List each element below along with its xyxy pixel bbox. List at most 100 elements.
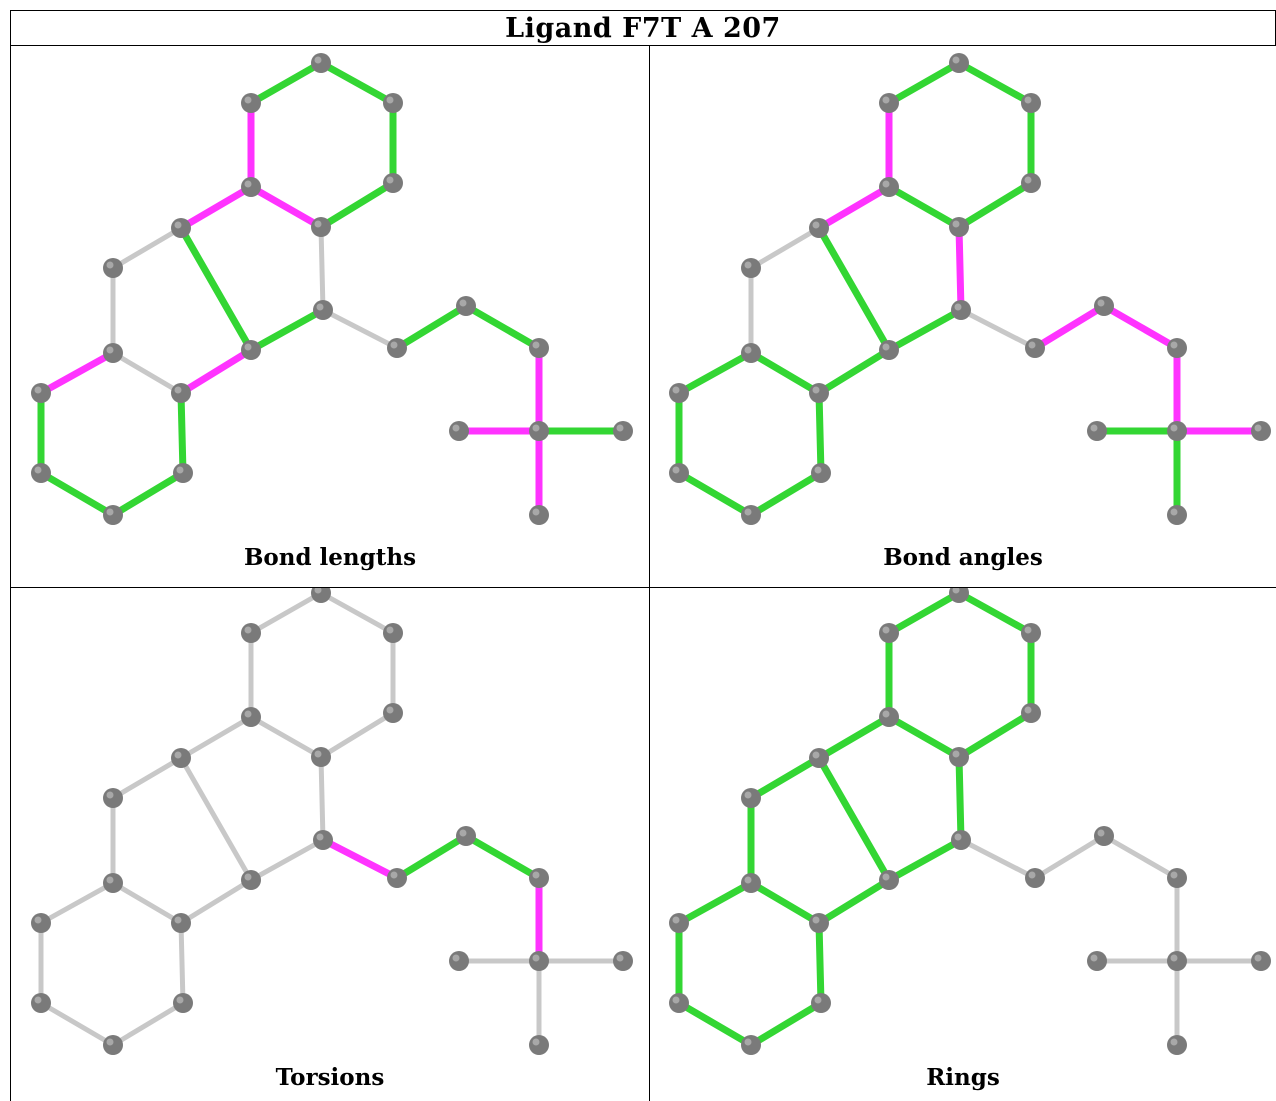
bond-ok — [177, 224, 255, 354]
bond-ok — [955, 179, 1035, 231]
bond-ok — [675, 349, 755, 397]
atom — [456, 296, 476, 316]
atom — [1167, 338, 1187, 358]
molecule-bond-lengths — [31, 53, 633, 525]
bond-neutral — [958, 837, 1038, 881]
atom-highlight — [1090, 954, 1098, 962]
atom-highlight — [1028, 341, 1036, 349]
atom — [669, 993, 689, 1013]
atom-highlight — [672, 916, 680, 924]
bond-neutral — [1101, 833, 1180, 881]
bond-ok — [815, 346, 893, 397]
atom — [1251, 421, 1271, 441]
atom — [1167, 951, 1187, 971]
atom-highlight — [244, 710, 252, 718]
bond-neutral — [178, 714, 254, 761]
atom-highlight — [452, 424, 460, 432]
atom-highlight — [390, 871, 398, 879]
atom — [171, 913, 191, 933]
bond-ok — [815, 919, 825, 1007]
atom-highlight — [386, 96, 394, 104]
atom-highlight — [532, 871, 540, 879]
atom — [311, 53, 331, 73]
atom-highlight — [174, 386, 182, 394]
atom — [529, 505, 549, 525]
atom — [1021, 173, 1041, 193]
bond-ok — [885, 589, 963, 637]
atom — [383, 623, 403, 643]
atom-highlight — [882, 873, 890, 881]
bond-ok — [747, 349, 823, 397]
atom-highlight — [390, 341, 398, 349]
atom — [529, 1035, 549, 1055]
atom — [241, 623, 261, 643]
bond-neutral — [248, 837, 326, 883]
atom — [449, 421, 469, 441]
bond-ok — [955, 753, 965, 844]
atom-highlight — [174, 916, 182, 924]
panel-caption: Rings — [926, 1064, 1000, 1091]
atom-highlight — [952, 56, 960, 64]
atom — [311, 747, 331, 767]
atom — [103, 258, 123, 278]
atom — [31, 463, 51, 483]
atom-highlight — [1097, 299, 1105, 307]
atom-highlight — [316, 833, 324, 841]
bond-outlier — [319, 836, 401, 882]
bond-ok — [177, 389, 187, 477]
atom-highlight — [106, 791, 114, 799]
atom-highlight — [106, 261, 114, 269]
atom — [879, 870, 899, 890]
atom — [809, 748, 829, 768]
bond-neutral — [178, 755, 254, 883]
atom-highlight — [314, 56, 322, 64]
atom-highlight — [882, 96, 890, 104]
atom-highlight — [616, 424, 624, 432]
bond-neutral — [110, 880, 184, 926]
bond-neutral — [110, 350, 184, 396]
molecule-rings — [669, 588, 1271, 1055]
atom-highlight — [244, 343, 252, 351]
atom-highlight — [386, 706, 394, 714]
atom-highlight — [386, 176, 394, 184]
bond-outlier — [177, 183, 255, 232]
atom-highlight — [106, 1038, 114, 1046]
atom — [811, 993, 831, 1013]
panel-caption: Torsions — [275, 1064, 385, 1091]
atom — [613, 421, 633, 441]
atom — [669, 383, 689, 403]
bond-ok — [955, 59, 1035, 107]
bond-ok — [747, 754, 823, 802]
bond-ok — [815, 754, 893, 884]
atom-highlight — [814, 996, 822, 1004]
bond-ok — [885, 183, 963, 231]
atom-highlight — [882, 180, 890, 188]
bond-ok — [815, 876, 893, 927]
atom-highlight — [744, 508, 752, 516]
atom — [387, 338, 407, 358]
atom — [669, 463, 689, 483]
molecule-torsions — [31, 588, 633, 1055]
atom — [241, 93, 261, 113]
atom-highlight — [744, 876, 752, 884]
atom-highlight — [952, 588, 960, 594]
panel-caption: Bond lengths — [243, 544, 417, 571]
atom-highlight — [314, 220, 322, 228]
atom — [1167, 421, 1187, 441]
atom-highlight — [952, 750, 960, 758]
atom-highlight — [174, 751, 182, 759]
atom — [741, 505, 761, 525]
atom — [241, 340, 261, 360]
atom — [811, 463, 831, 483]
atom-highlight — [812, 386, 820, 394]
atom-highlight — [1028, 871, 1036, 879]
atom — [669, 913, 689, 933]
atom-highlight — [106, 346, 114, 354]
molecule-bond-angles — [669, 53, 1271, 525]
atom — [1167, 1035, 1187, 1055]
atom-highlight — [812, 221, 820, 229]
bond-ok — [815, 713, 893, 762]
atom — [949, 747, 969, 767]
bond-outlier — [1031, 302, 1108, 352]
atom — [241, 870, 261, 890]
